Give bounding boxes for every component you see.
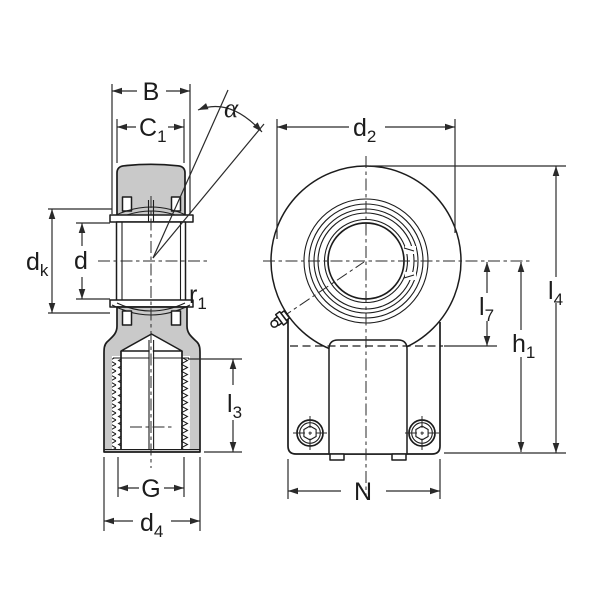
dimension-d4: d4	[103, 457, 201, 541]
dimension-d2: d2	[276, 114, 456, 239]
section-view: B C1 α dk d r1	[26, 78, 265, 541]
dimension-l3: l3	[188, 358, 242, 453]
nipple-ball	[270, 319, 279, 328]
boss-foot	[329, 453, 345, 461]
staking-lip	[121, 310, 133, 326]
dim-label-l7: l7	[479, 293, 494, 325]
dimension-G: G	[117, 457, 185, 503]
front-view: d2 l4 h1 l7 N	[263, 114, 566, 506]
dim-label-dk: dk	[26, 248, 49, 280]
dim-label-h1: h1	[512, 330, 535, 362]
dim-label-l3: l3	[227, 390, 242, 422]
dimension-l7: l7	[444, 261, 497, 347]
clamp-screw-right	[405, 416, 439, 450]
ring-split-mark	[403, 247, 415, 252]
boss-foot	[391, 453, 407, 461]
staking-lip	[170, 310, 182, 326]
ring-split-mark	[403, 274, 415, 279]
dim-label-G: G	[141, 475, 160, 503]
dim-label-alpha: α	[224, 93, 239, 123]
dim-label-C1: C1	[139, 114, 167, 146]
thread-zigzag-left	[112, 358, 121, 450]
dimension-dk: dk	[26, 208, 112, 314]
grease-leader-line	[280, 261, 365, 319]
dim-label-d: d	[74, 247, 88, 275]
dim-label-d2: d2	[353, 114, 376, 146]
dimension-l4: l4	[370, 165, 566, 454]
dim-label-l4: l4	[548, 277, 563, 309]
dimension-B: B	[111, 78, 191, 214]
dimension-d: d	[74, 222, 110, 300]
thread-zigzag-right	[181, 358, 190, 450]
dimension-N: N	[287, 459, 441, 506]
dimension-C1: C1	[116, 114, 185, 163]
dim-label-r1: r1	[189, 281, 207, 313]
clamp-screw-left	[293, 416, 327, 450]
grease-nipple	[270, 310, 291, 328]
dim-label-B: B	[143, 78, 160, 106]
dim-label-d4: d4	[140, 509, 163, 541]
clamp-boss	[328, 339, 408, 455]
staking-lip	[121, 196, 133, 212]
dim-label-N: N	[354, 478, 372, 506]
alpha-line-2	[152, 123, 265, 259]
dimension-h1: h1	[512, 261, 535, 453]
housing-head-section	[116, 163, 186, 217]
alpha-arc	[197, 103, 263, 133]
